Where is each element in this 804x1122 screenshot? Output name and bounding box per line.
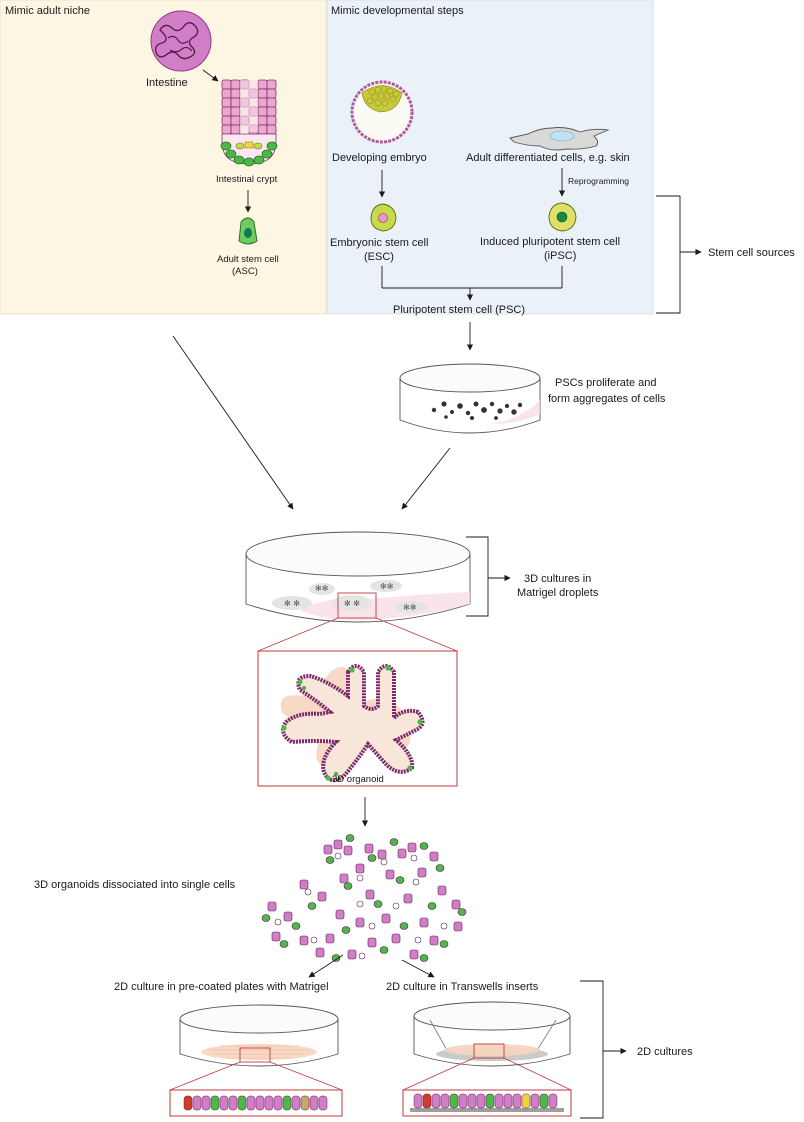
psc-junction-lines	[381, 266, 563, 289]
esc-cell-icon	[370, 203, 397, 232]
3d-cultures-bracket	[466, 536, 489, 617]
2d-cultures-bracket	[580, 980, 604, 1119]
adult-differentiated-cell-icon	[509, 127, 610, 151]
3d-culture-dish: ✻ ✻ ✻✻ ✻ ✻ ✻✻ ✻✻	[245, 531, 471, 623]
asc-label-line1: Adult stem cell	[217, 254, 279, 265]
transwell-zoom-left	[402, 1057, 475, 1091]
psc-proliferation-dish	[399, 363, 541, 434]
developing-embryo-label: Developing embryo	[332, 152, 427, 164]
pscs-proliferate-line1: PSCs proliferate and	[555, 377, 657, 389]
arrow-asc-to-3d	[172, 335, 294, 510]
transwell-monolayer-inset	[402, 1089, 572, 1117]
developing-embryo-icon	[350, 80, 414, 144]
svg-text:✻ ✻: ✻ ✻	[344, 599, 360, 608]
pscs-proliferate-line2: form aggregates of cells	[548, 393, 666, 405]
adult-differentiated-label: Adult differentiated cells, e.g. skin	[466, 152, 630, 164]
3d-organoid-frame	[257, 650, 458, 787]
esc-label-line1: Embryonic stem cell	[330, 237, 428, 249]
ipsc-label-line1: Induced pluripotent stem cell	[480, 236, 620, 248]
ipsc-label-line2: (iPSC)	[544, 250, 576, 262]
arrow-to-precoated	[308, 954, 344, 978]
developmental-title: Mimic developmental steps	[331, 5, 464, 17]
svg-text:✻✻: ✻✻	[380, 582, 394, 591]
developmental-panel	[326, 0, 654, 315]
zoom-line-left	[257, 617, 339, 652]
reprogramming-label: Reprogramming	[568, 176, 629, 186]
precoated-zoom-right	[269, 1061, 343, 1091]
adult-niche-title: Mimic adult niche	[5, 5, 90, 17]
precoated-plate-dish	[179, 1004, 339, 1067]
intestinal-crypt-label: Intestinal crypt	[216, 174, 278, 185]
transwell-insert-dish	[413, 1001, 571, 1067]
ipsc-cell-icon	[548, 202, 577, 232]
zoom-line-right	[375, 617, 458, 652]
svg-text:✻✻: ✻✻	[315, 584, 329, 593]
stem-cell-sources-bracket	[656, 195, 681, 314]
asc-label-line2: (ASC)	[232, 266, 258, 277]
arrow-aggregates-to-3d	[401, 447, 451, 510]
psc-label: Pluripotent stem cell (PSC)	[393, 304, 525, 316]
3d-cultures-line1: 3D cultures in	[524, 573, 591, 585]
3d-cultures-line2: Matrigel droplets	[517, 587, 599, 599]
3d-organoid-label: 3D organoid	[332, 774, 384, 785]
precoated-monolayer-inset	[169, 1089, 343, 1117]
intestine-icon	[150, 10, 212, 72]
svg-text:✻✻: ✻✻	[403, 603, 417, 612]
precoated-zoom-left	[169, 1061, 241, 1091]
dissociated-cells-cluster	[261, 834, 467, 962]
intestinal-crypt-icon	[220, 79, 278, 167]
dissociated-label: 3D organoids dissociated into single cel…	[34, 879, 236, 891]
2d-cultures-label: 2D cultures	[637, 1046, 693, 1058]
intestine-label: Intestine	[146, 77, 188, 89]
transwell-zoom-right	[503, 1057, 572, 1091]
stem-cell-sources-label: Stem cell sources	[708, 247, 795, 259]
arrow-to-transwells	[401, 959, 435, 978]
transwells-label: 2D culture in Transwells inserts	[386, 981, 539, 993]
esc-label-line2: (ESC)	[364, 251, 394, 263]
adult-stem-cell-icon	[238, 217, 258, 245]
svg-text:✻ ✻: ✻ ✻	[284, 599, 300, 608]
precoated-label: 2D culture in pre-coated plates with Mat…	[114, 981, 329, 993]
arrow-intestine-to-crypt	[202, 69, 219, 82]
